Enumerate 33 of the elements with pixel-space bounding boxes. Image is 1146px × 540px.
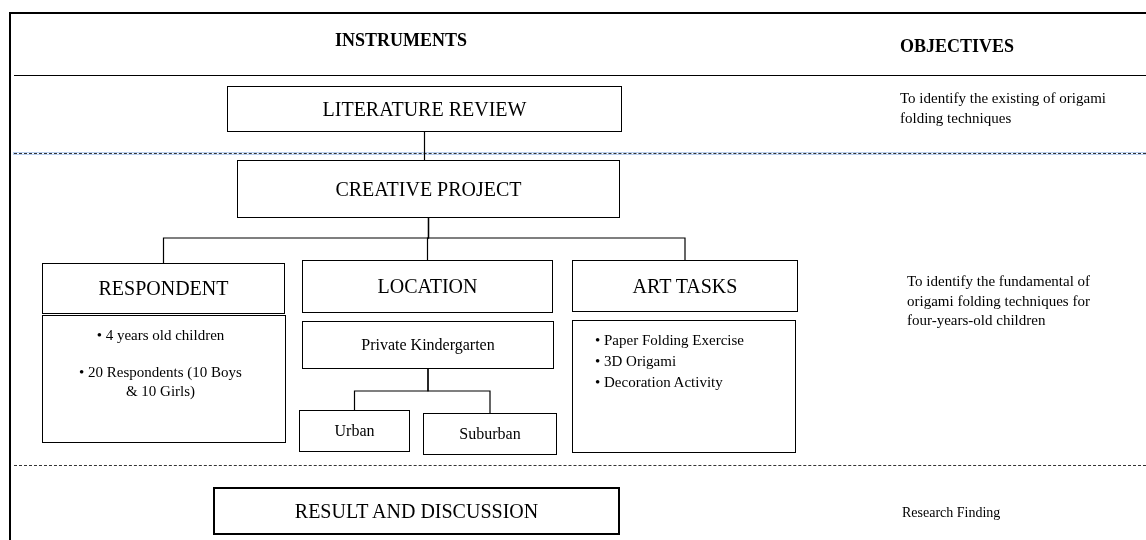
connector-line bbox=[423, 131, 426, 161]
process-box bbox=[302, 321, 554, 369]
list-box bbox=[572, 320, 796, 453]
bullet-item: • 20 Respondents (10 Boys & 10 Girls) bbox=[78, 362, 243, 401]
box-title: ART TASKS bbox=[632, 274, 738, 298]
connector-line bbox=[427, 368, 491, 414]
process-box bbox=[213, 487, 620, 535]
box-title: Suburban bbox=[459, 425, 521, 443]
process-box bbox=[302, 260, 553, 313]
box-title: Urban bbox=[334, 422, 375, 440]
bullet-item: • 4 years old children bbox=[95, 326, 226, 345]
process-box bbox=[42, 263, 285, 314]
process-box bbox=[227, 86, 622, 132]
objective-text: Research Finding bbox=[902, 504, 1002, 522]
objective-text: To identify the fundamental of origami folding techniques for four-years-old children bbox=[907, 272, 1092, 330]
process-box bbox=[237, 160, 620, 218]
box-title: RESULT AND DISCUSSION bbox=[294, 499, 539, 523]
objective-text: To identify the existing of origami folding techniques bbox=[900, 89, 1107, 128]
process-box bbox=[423, 413, 557, 455]
connector-line bbox=[427, 217, 686, 261]
process-box bbox=[572, 260, 798, 312]
box-title: RESPONDENT bbox=[98, 277, 229, 300]
column-heading: INSTRUMENTS bbox=[335, 30, 468, 51]
process-box bbox=[299, 410, 410, 452]
box-title: CREATIVE PROJECT bbox=[335, 177, 522, 201]
box-title: LITERATURE REVIEW bbox=[322, 97, 527, 121]
bullet-item: • Paper Folding Exercise bbox=[595, 331, 745, 350]
list-box bbox=[42, 315, 286, 443]
bullet-item: • 3D Origami bbox=[595, 351, 678, 371]
column-heading: OBJECTIVES bbox=[900, 36, 1015, 57]
box-title: LOCATION bbox=[377, 275, 478, 298]
bullet-item: • Decoration Activity bbox=[595, 372, 724, 392]
box-title: Private Kindergarten bbox=[361, 336, 495, 354]
